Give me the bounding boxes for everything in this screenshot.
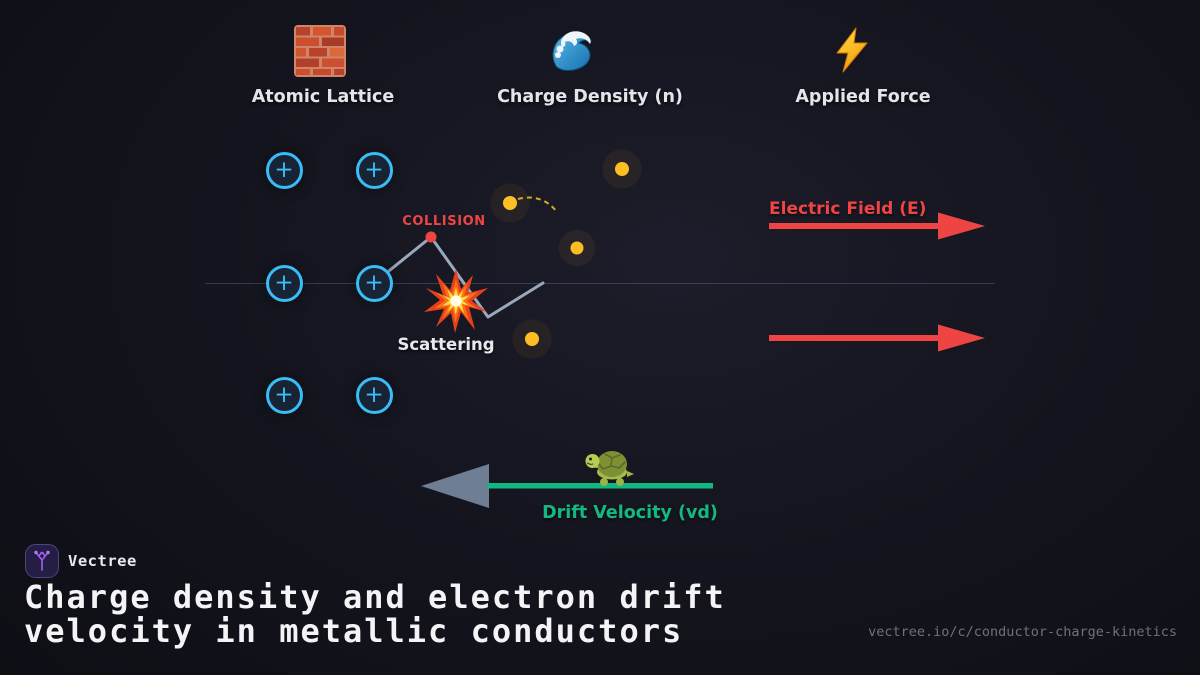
electric-field-arrow-bottom bbox=[769, 323, 987, 357]
electron-zigzag-path bbox=[372, 235, 545, 319]
drift-velocity-label: Drift Velocity (vd) bbox=[542, 503, 718, 523]
brand-name: Vectree bbox=[68, 552, 137, 570]
title-line-1: Charge density and electron drift bbox=[24, 578, 726, 616]
electron-dot bbox=[615, 162, 629, 176]
collision-label: COLLISION bbox=[402, 214, 486, 229]
page-title: Charge density and electron drift veloci… bbox=[24, 578, 726, 650]
collision-dot bbox=[425, 231, 437, 243]
source-url: vectree.io/c/conductor-charge-kinetics bbox=[868, 624, 1177, 640]
electron-trail-dashed bbox=[517, 196, 558, 213]
positive-ion: + bbox=[355, 264, 393, 302]
turtle-icon bbox=[584, 445, 636, 491]
label-atomic-lattice: Atomic Lattice bbox=[251, 87, 395, 107]
scattering-label: Scattering bbox=[397, 335, 495, 354]
positive-ion: + bbox=[265, 376, 303, 414]
positive-ion: + bbox=[265, 151, 303, 189]
positive-ion: + bbox=[355, 151, 393, 189]
positive-ion: + bbox=[355, 376, 393, 414]
electron-dot bbox=[525, 332, 539, 346]
electron-dot bbox=[503, 196, 517, 210]
label-charge-density: Charge Density (n) bbox=[497, 87, 683, 107]
positive-ion: + bbox=[265, 264, 303, 302]
electron-dot bbox=[570, 241, 584, 255]
brick-wall-icon bbox=[294, 25, 346, 81]
drift-velocity-arrow bbox=[419, 462, 715, 514]
water-wave-icon bbox=[547, 25, 599, 81]
lightning-bolt-icon bbox=[828, 26, 876, 78]
label-applied-force: Applied Force bbox=[795, 87, 931, 107]
title-line-2: velocity in metallic conductors bbox=[24, 611, 684, 650]
explosion-icon bbox=[423, 268, 489, 338]
electric-field-arrow-top bbox=[769, 211, 987, 245]
electric-field-label: Electric Field (E) bbox=[769, 199, 927, 219]
vectree-logo-icon bbox=[25, 544, 59, 582]
